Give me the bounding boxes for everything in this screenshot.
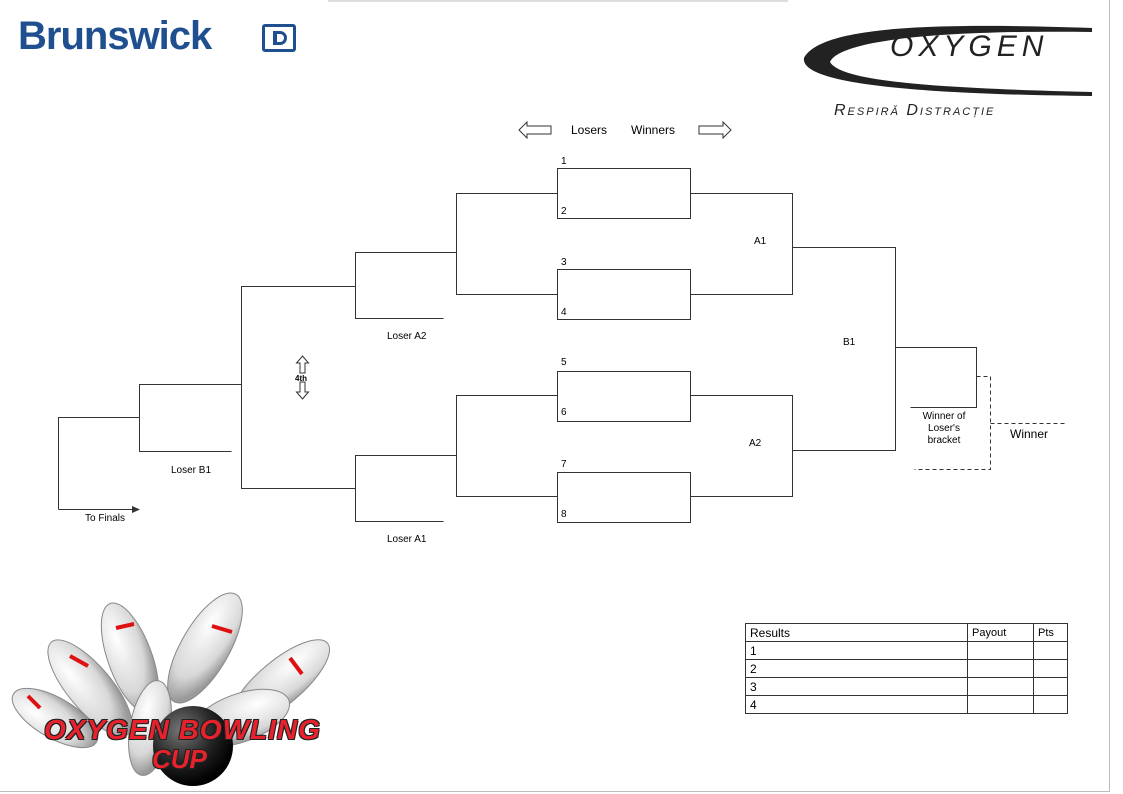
payout-cell[interactable] (967, 695, 1034, 714)
place-cell: 3 (745, 677, 968, 696)
brunswick-b-icon (262, 24, 296, 52)
label-winner: Winner (1010, 427, 1049, 441)
pts-cell[interactable] (1033, 659, 1068, 678)
label-loser-b1: Loser B1 (171, 465, 212, 476)
pts-cell[interactable] (1033, 695, 1068, 714)
match-box-4 (557, 472, 691, 523)
seed-5: 5 (561, 357, 567, 368)
table-row: 2 (745, 659, 1068, 678)
payout-header: Payout (967, 623, 1034, 642)
bowling-pins-icon (11, 592, 331, 786)
seed-7: 7 (561, 459, 567, 470)
label-a2: A2 (749, 438, 762, 449)
payout-cell[interactable] (967, 659, 1034, 678)
results-header: Results (745, 623, 968, 642)
arrow-right-icon (698, 121, 732, 139)
seed-6: 6 (561, 407, 567, 418)
pts-cell[interactable] (1033, 677, 1068, 696)
match-box-3 (557, 371, 691, 422)
place-cell: 1 (745, 641, 968, 660)
label-winner-losers-bracket: Winner of Loser's bracket (922, 411, 966, 446)
seed-4: 4 (561, 307, 567, 318)
tagline: Respiră Distracție (834, 102, 996, 119)
seed-8: 8 (561, 509, 567, 520)
table-header-row: Results Payout Pts (745, 623, 1068, 642)
table-row: 4 (745, 695, 1068, 714)
place-cell: 4 (745, 695, 968, 714)
pts-cell[interactable] (1033, 641, 1068, 660)
match-box-2 (557, 269, 691, 320)
table-row: 1 (745, 641, 1068, 660)
oxygen-logo-text: OXYGEN (890, 30, 1049, 63)
table-row: 3 (745, 677, 1068, 696)
cup-title-line2: CUP (152, 744, 207, 774)
seed-1: 1 (561, 156, 567, 167)
label-4th: 4th (295, 374, 307, 383)
arrow-left-icon (518, 121, 552, 139)
losers-label: Losers (571, 123, 608, 137)
winners-label: Winners (631, 123, 676, 137)
label-to-finals: To Finals (85, 513, 126, 524)
place-cell: 2 (745, 659, 968, 678)
label-b1: B1 (843, 337, 856, 348)
seed-3: 3 (561, 257, 567, 268)
cup-title-line1: OXYGEN BOWLING (44, 714, 321, 745)
label-loser-a1: Loser A1 (387, 534, 427, 545)
label-loser-a2: Loser A2 (387, 331, 427, 342)
top-rule (328, 0, 788, 2)
brunswick-logo: Brunswick (18, 14, 212, 58)
seed-2: 2 (561, 206, 567, 217)
pts-header: Pts (1033, 623, 1068, 642)
payout-cell[interactable] (967, 641, 1034, 660)
match-box-1 (557, 168, 691, 219)
payout-cell[interactable] (967, 677, 1034, 696)
label-a1: A1 (754, 236, 767, 247)
results-table: Results Payout Pts 1 2 3 4 (745, 623, 1068, 714)
